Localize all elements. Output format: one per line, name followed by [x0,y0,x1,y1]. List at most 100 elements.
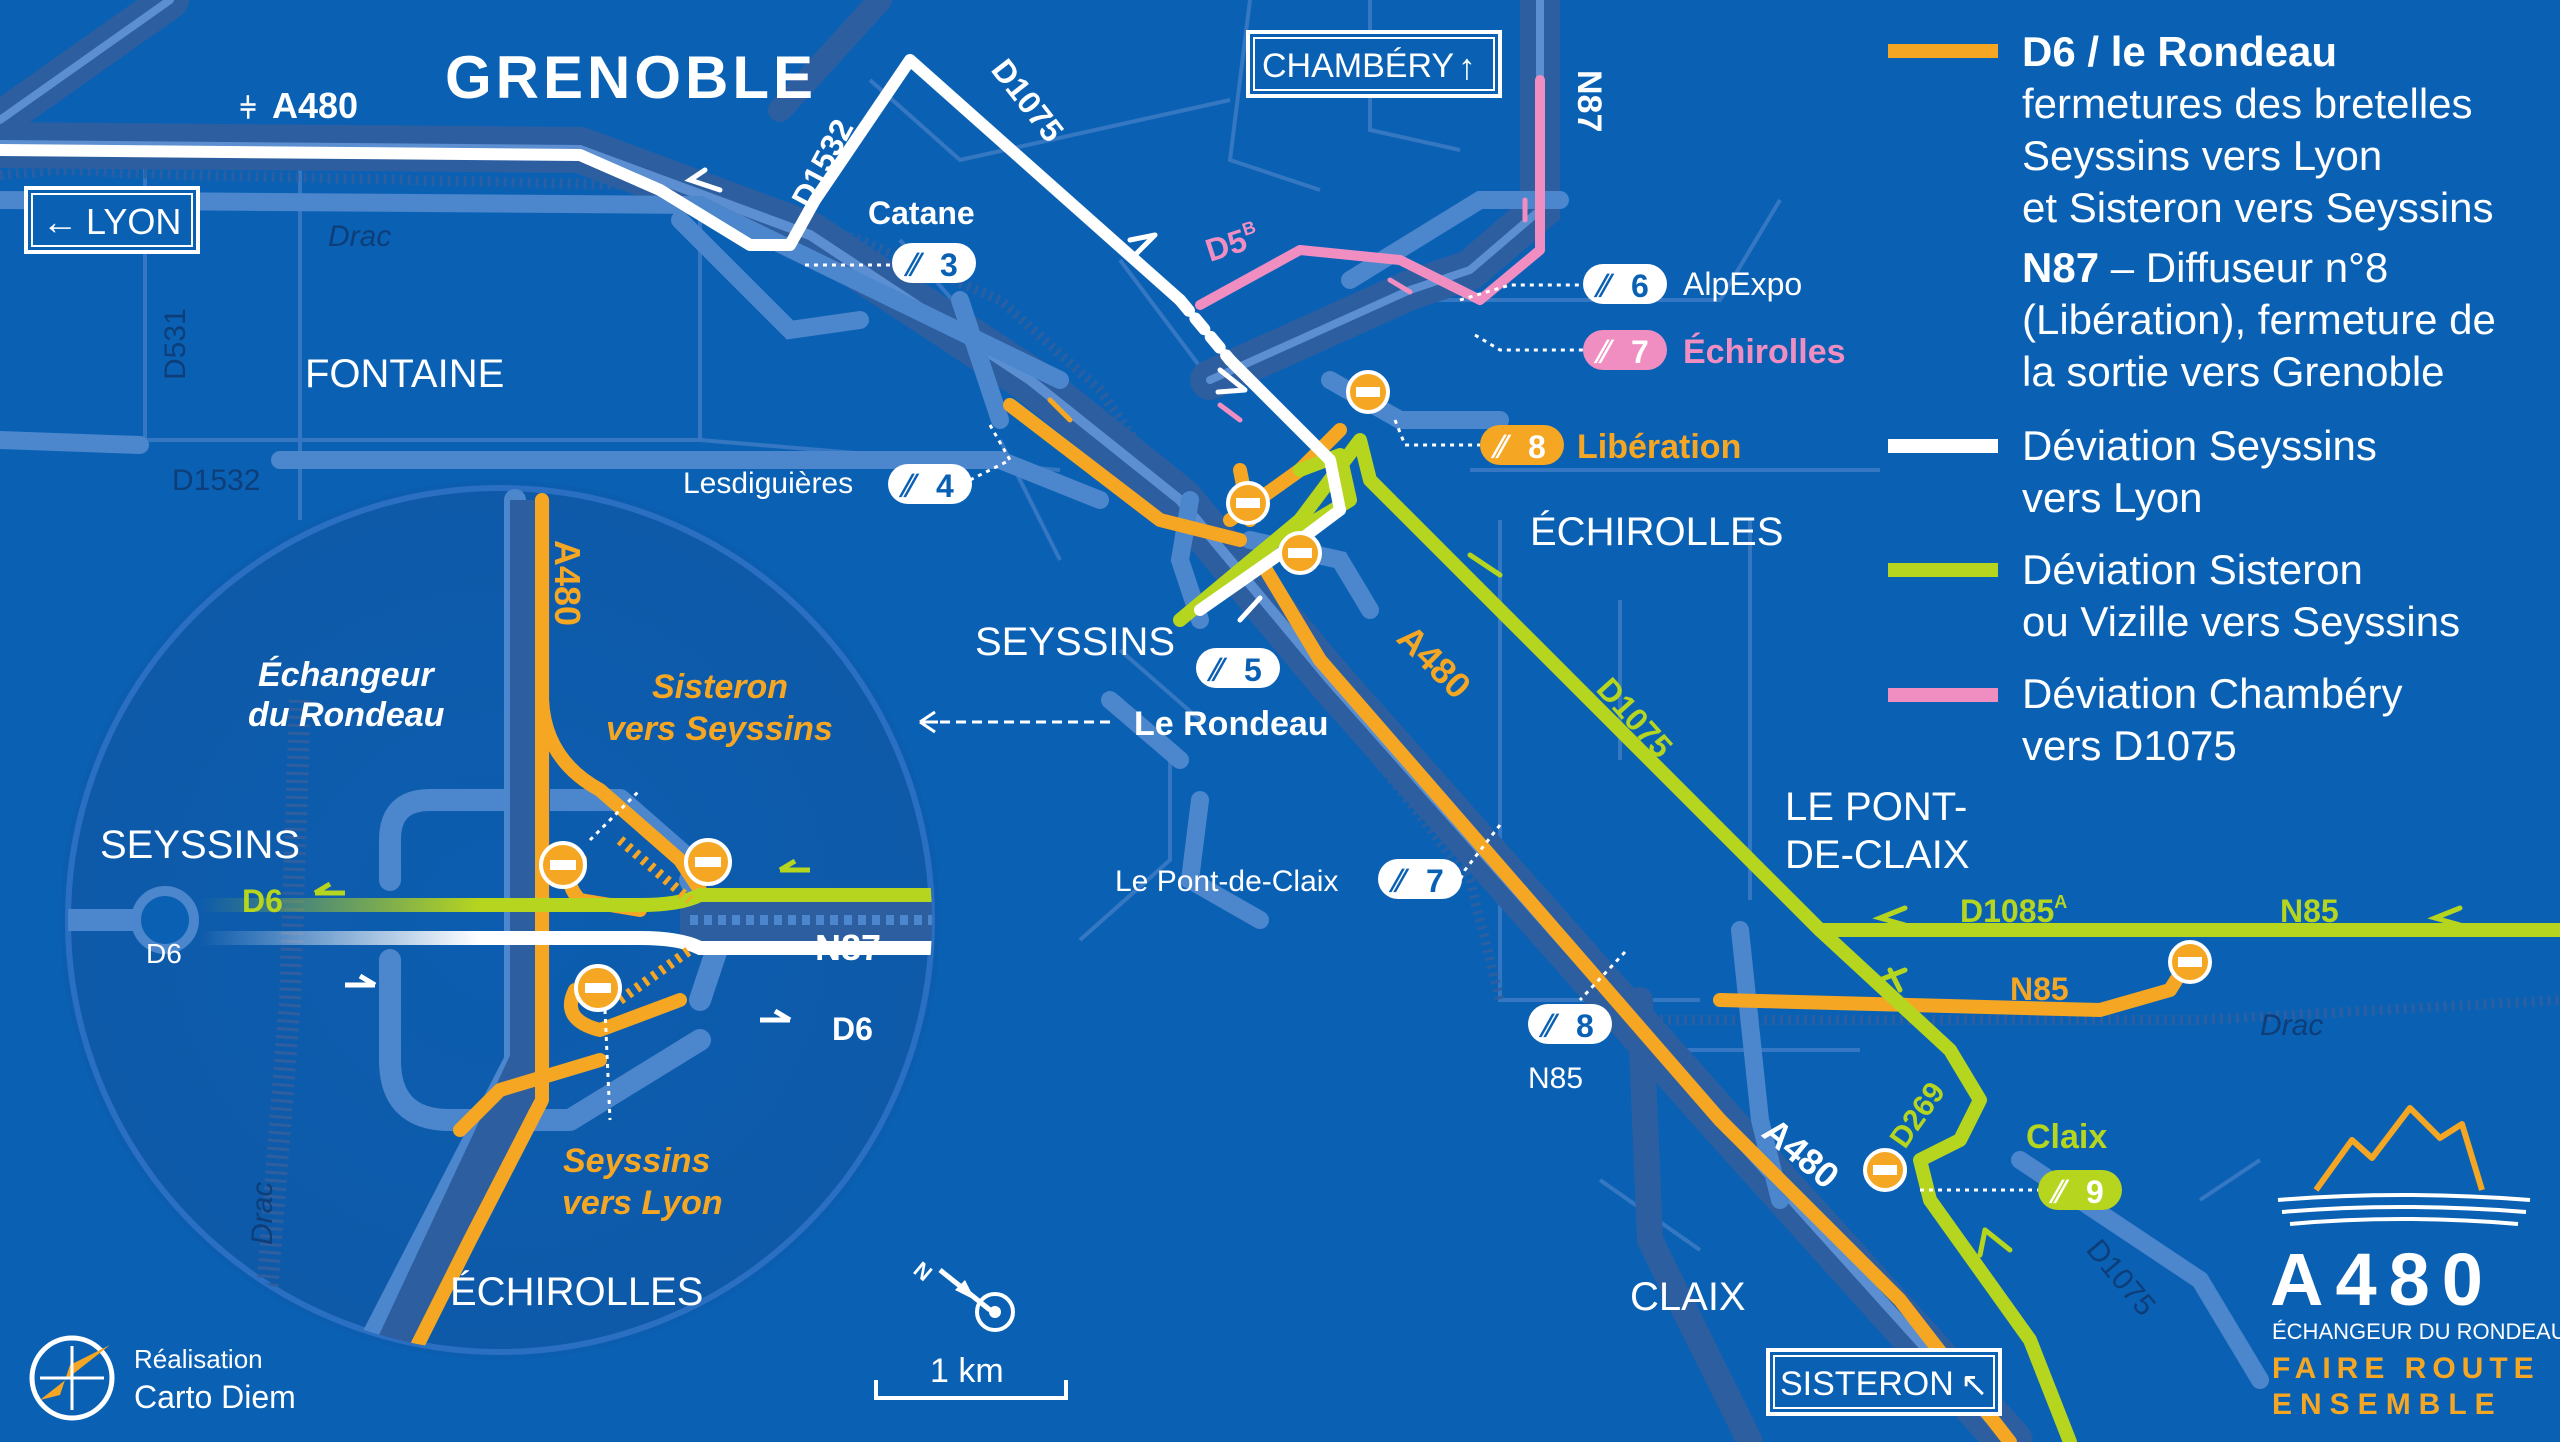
d531-label: D531 [159,308,192,380]
chambery-sign: CHAMBÉRY ↑ [1246,30,1502,98]
d1532-label-west: D1532 [172,464,260,497]
white-deviation [0,54,1346,616]
brand-subtitle: ÉCHANGEUR DU RONDEAU [2272,1319,2560,1344]
exit-7-name: Échirolles [1683,333,1846,371]
claix-label: CLAIX [1630,1275,1746,1319]
exit-9-name: Claix [2026,1118,2107,1156]
exit-8b-number: 8 [1576,1008,1594,1044]
lyon-sign: ← LYON [24,186,200,254]
exit-9-number: 9 [2086,1174,2104,1210]
inset-d6-green: D6 [242,883,283,919]
no-entry-icon [1863,1148,1907,1192]
sisteron-sign-text: SISTERON [1780,1365,1954,1403]
pont-de-claix-label-2: DE-CLAIX [1785,833,1970,877]
n87-label: N87 [1570,70,1608,132]
inset-n87: N87 [815,927,881,968]
legend-swatch-white [1888,439,1998,453]
road-lines-icon [2277,1193,2531,1226]
no-entry-icon [1278,531,1322,575]
legend-1-bold: D6 / le Rondeau [2022,28,2337,75]
secondary-roads [0,191,2269,1389]
sisteron-sign: SISTERON ↖ [1766,1348,2002,1416]
credit-label: Réalisation [134,1344,263,1374]
grenoble-label: GRENOBLE [445,44,817,111]
legend-swatch-pink [1888,688,1998,702]
mountain-icon [2313,1105,2485,1192]
n85-label-east: N85 [2280,893,2339,929]
exits: ⫽ 3 Catane ⫽ 4 Lesdiguières ⫽ 5 Le Ronde… [683,195,2122,1210]
legend-swatch-green [1888,563,1998,577]
exit-4-name: Lesdiguières [683,467,853,500]
inset-d6-roundabout: D6 [146,938,182,969]
a480-icon-west: ⫩ [240,93,256,124]
no-entry-icon [1346,370,1390,414]
legend-1-line-2: Seyssins vers Lyon [2022,132,2382,179]
arrow-upleft-icon: ↖ [1960,1366,1989,1404]
inset-drac: Drac [246,1182,279,1245]
credit: Réalisation Carto Diem [29,1335,296,1421]
arrow-up-icon: ↑ [1458,46,1476,87]
legend-5-line-1: Déviation Chambéry [2022,670,2403,717]
pink-deviation [1195,75,1545,310]
n85-label-orange: N85 [2010,971,2069,1007]
exit-7b-number: 7 [1426,863,1444,899]
legend-2-first: N87 – Diffuseur n°8 [2022,244,2388,291]
inset-title-1: Échangeur [258,656,435,694]
exit-8b-name: N85 [1528,1062,1583,1095]
legend-2-line-2: la sortie vers Grenoble [2022,348,2445,395]
pont-de-claix-label-1: LE PONT- [1785,785,1967,829]
inset-sisteron-2: vers Seyssins [606,710,833,748]
place-labels: GRENOBLE FONTAINE SEYSSINS ÉCHIROLLES LE… [305,44,2323,1319]
inset-seyssins: SEYSSINS [100,823,300,867]
chambery-sign-text: CHAMBÉRY [1262,47,1454,85]
inset-a480: A480 [547,540,588,626]
brand: A480 ÉCHANGEUR DU RONDEAU FAIRE ROUTE EN… [2270,1105,2560,1421]
inset-map: Échangeur du Rondeau SEYSSINS ÉCHIROLLES… [60,480,940,1360]
exit-5-number: 5 [1244,652,1262,688]
d1085a-sup: A [2054,892,2067,912]
exit-3-number: 3 [940,247,958,283]
legend-2-rest: – Diffuseur n°8 [2099,244,2388,291]
legend-1-line-3: et Sisteron vers Seyssins [2022,184,2494,231]
exit-4-number: 4 [936,468,954,504]
legend-swatch-orange [1888,44,1998,58]
fontaine-label: FONTAINE [305,352,504,396]
d1085a-main: D1085 [1960,893,2054,929]
scale-bar: 1 km [874,1352,1068,1400]
no-entry-icon [2168,940,2212,984]
drac-label: Drac [328,220,391,253]
legend-2-line-1: (Libération), fermeture de [2022,296,2496,343]
inset-d6-white: D6 [832,1011,873,1047]
d1085a-label: D1085A [1960,892,2067,929]
brand-title: A480 [2270,1238,2495,1321]
legend-5-line-2: vers D1075 [2022,722,2237,769]
exit-6-number: 6 [1631,268,1649,304]
drac-label-2: Drac [2260,1009,2323,1042]
scale-label: 1 km [930,1352,1004,1390]
credit-author: Carto Diem [134,1379,296,1415]
exit-6-name: AlpExpo [1683,266,1802,302]
legend-1-line-1: fermetures des bretelles [2022,80,2473,127]
inset-title-2: du Rondeau [248,696,445,734]
no-entry-icon [684,838,732,886]
inset-sisteron-1: Sisteron [652,668,788,706]
brand-tagline-2: ENSEMBLE [2272,1388,2503,1421]
legend-3-line-1: Déviation Seyssins [2022,422,2377,469]
arrow-left-icon: ← [42,201,78,242]
d5b-sup: B [1240,217,1259,240]
lyon-sign-text: LYON [86,201,181,242]
no-entry-icon [574,964,622,1012]
brand-tagline-1: FAIRE ROUTE [2272,1352,2540,1385]
exit-8-number: 8 [1528,429,1546,465]
exit-7b-name: Le Pont-de-Claix [1115,865,1338,898]
legend-3-line-2: vers Lyon [2022,474,2203,521]
inset-echirolles: ÉCHIROLLES [450,1269,703,1314]
closure-markers [1226,370,2212,1192]
legend-2-bold: N87 [2022,244,2099,291]
inset-seyssins-lyon-2: vers Lyon [562,1184,723,1222]
echirolles-label: ÉCHIROLLES [1530,509,1783,554]
carto-diem-logo-icon [29,1335,115,1421]
drac-river [0,164,2560,1025]
seyssins-label: SEYSSINS [975,620,1175,664]
